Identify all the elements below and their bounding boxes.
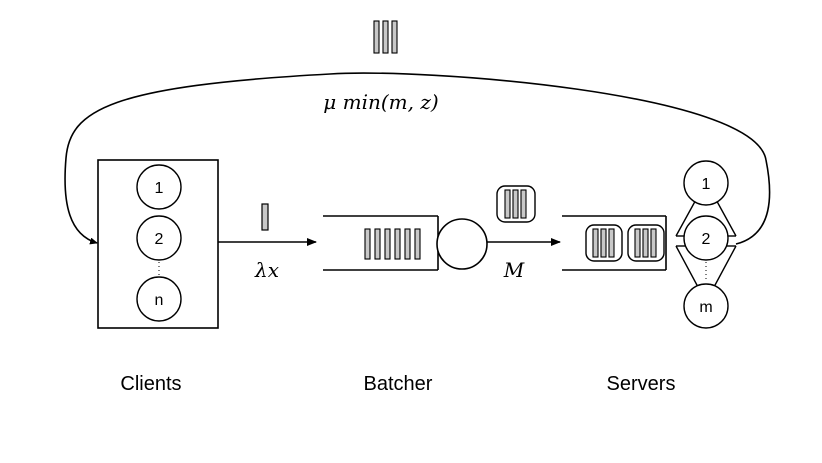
server-node-2 <box>683 215 729 261</box>
server-queue-job-bar <box>650 228 657 258</box>
batcher-job-bar <box>374 228 381 260</box>
server-label-m: m <box>699 299 712 316</box>
servers-label: Servers <box>607 373 676 395</box>
client-label-2: 2 <box>155 231 164 248</box>
batch-job-bar <box>520 189 527 219</box>
feedback-rate-label: μ min(m, z) <box>323 90 438 114</box>
server-queue-job-bar <box>600 228 607 258</box>
batcher-queue <box>323 215 439 271</box>
batcher-job-bar <box>384 228 391 260</box>
batcher-server-node <box>436 218 488 270</box>
arrival-rate-label: λx <box>254 258 279 282</box>
server-queue-job-bar <box>592 228 599 258</box>
batcher-queue-bars <box>364 228 421 260</box>
batcher-label: Batcher <box>364 373 433 395</box>
clients-label: Clients <box>120 373 181 395</box>
batch-job-bar <box>504 189 511 219</box>
returning-jobs-bars <box>373 20 398 54</box>
batcher-job-bar <box>394 228 401 260</box>
returning-job-bar <box>391 20 398 54</box>
feedback-loop-arrow <box>64 72 771 245</box>
server-node-m <box>683 283 729 329</box>
batcher-job-bar <box>364 228 371 260</box>
server-label-1: 1 <box>702 176 711 193</box>
batcher-job-bar <box>404 228 411 260</box>
server-queue-batches <box>585 224 665 262</box>
server-node-1 <box>683 160 729 206</box>
server-queue <box>562 215 667 271</box>
clients-group: 1 2 n <box>136 164 182 322</box>
batch-icon <box>496 185 536 223</box>
returning-job-bar <box>382 20 389 54</box>
batcher-job-bar <box>414 228 421 260</box>
batch-job-bar <box>512 189 519 219</box>
client-label-1: 1 <box>155 180 164 197</box>
server-fanout-lines <box>675 195 737 288</box>
server-queue-job-bar <box>608 228 615 258</box>
client-node-2 <box>136 215 182 261</box>
server-label-2: 2 <box>702 231 711 248</box>
client-label-n: n <box>155 292 164 309</box>
client-node-1 <box>136 164 182 210</box>
servers-group: 1 2 m <box>683 160 729 329</box>
client-node-n <box>136 276 182 322</box>
returning-job-bar <box>373 20 380 54</box>
arriving-job-bar <box>261 203 269 231</box>
batch-size-label: M <box>503 258 525 282</box>
server-queue-job-bar <box>634 228 641 258</box>
server-queue-job-bar <box>642 228 649 258</box>
